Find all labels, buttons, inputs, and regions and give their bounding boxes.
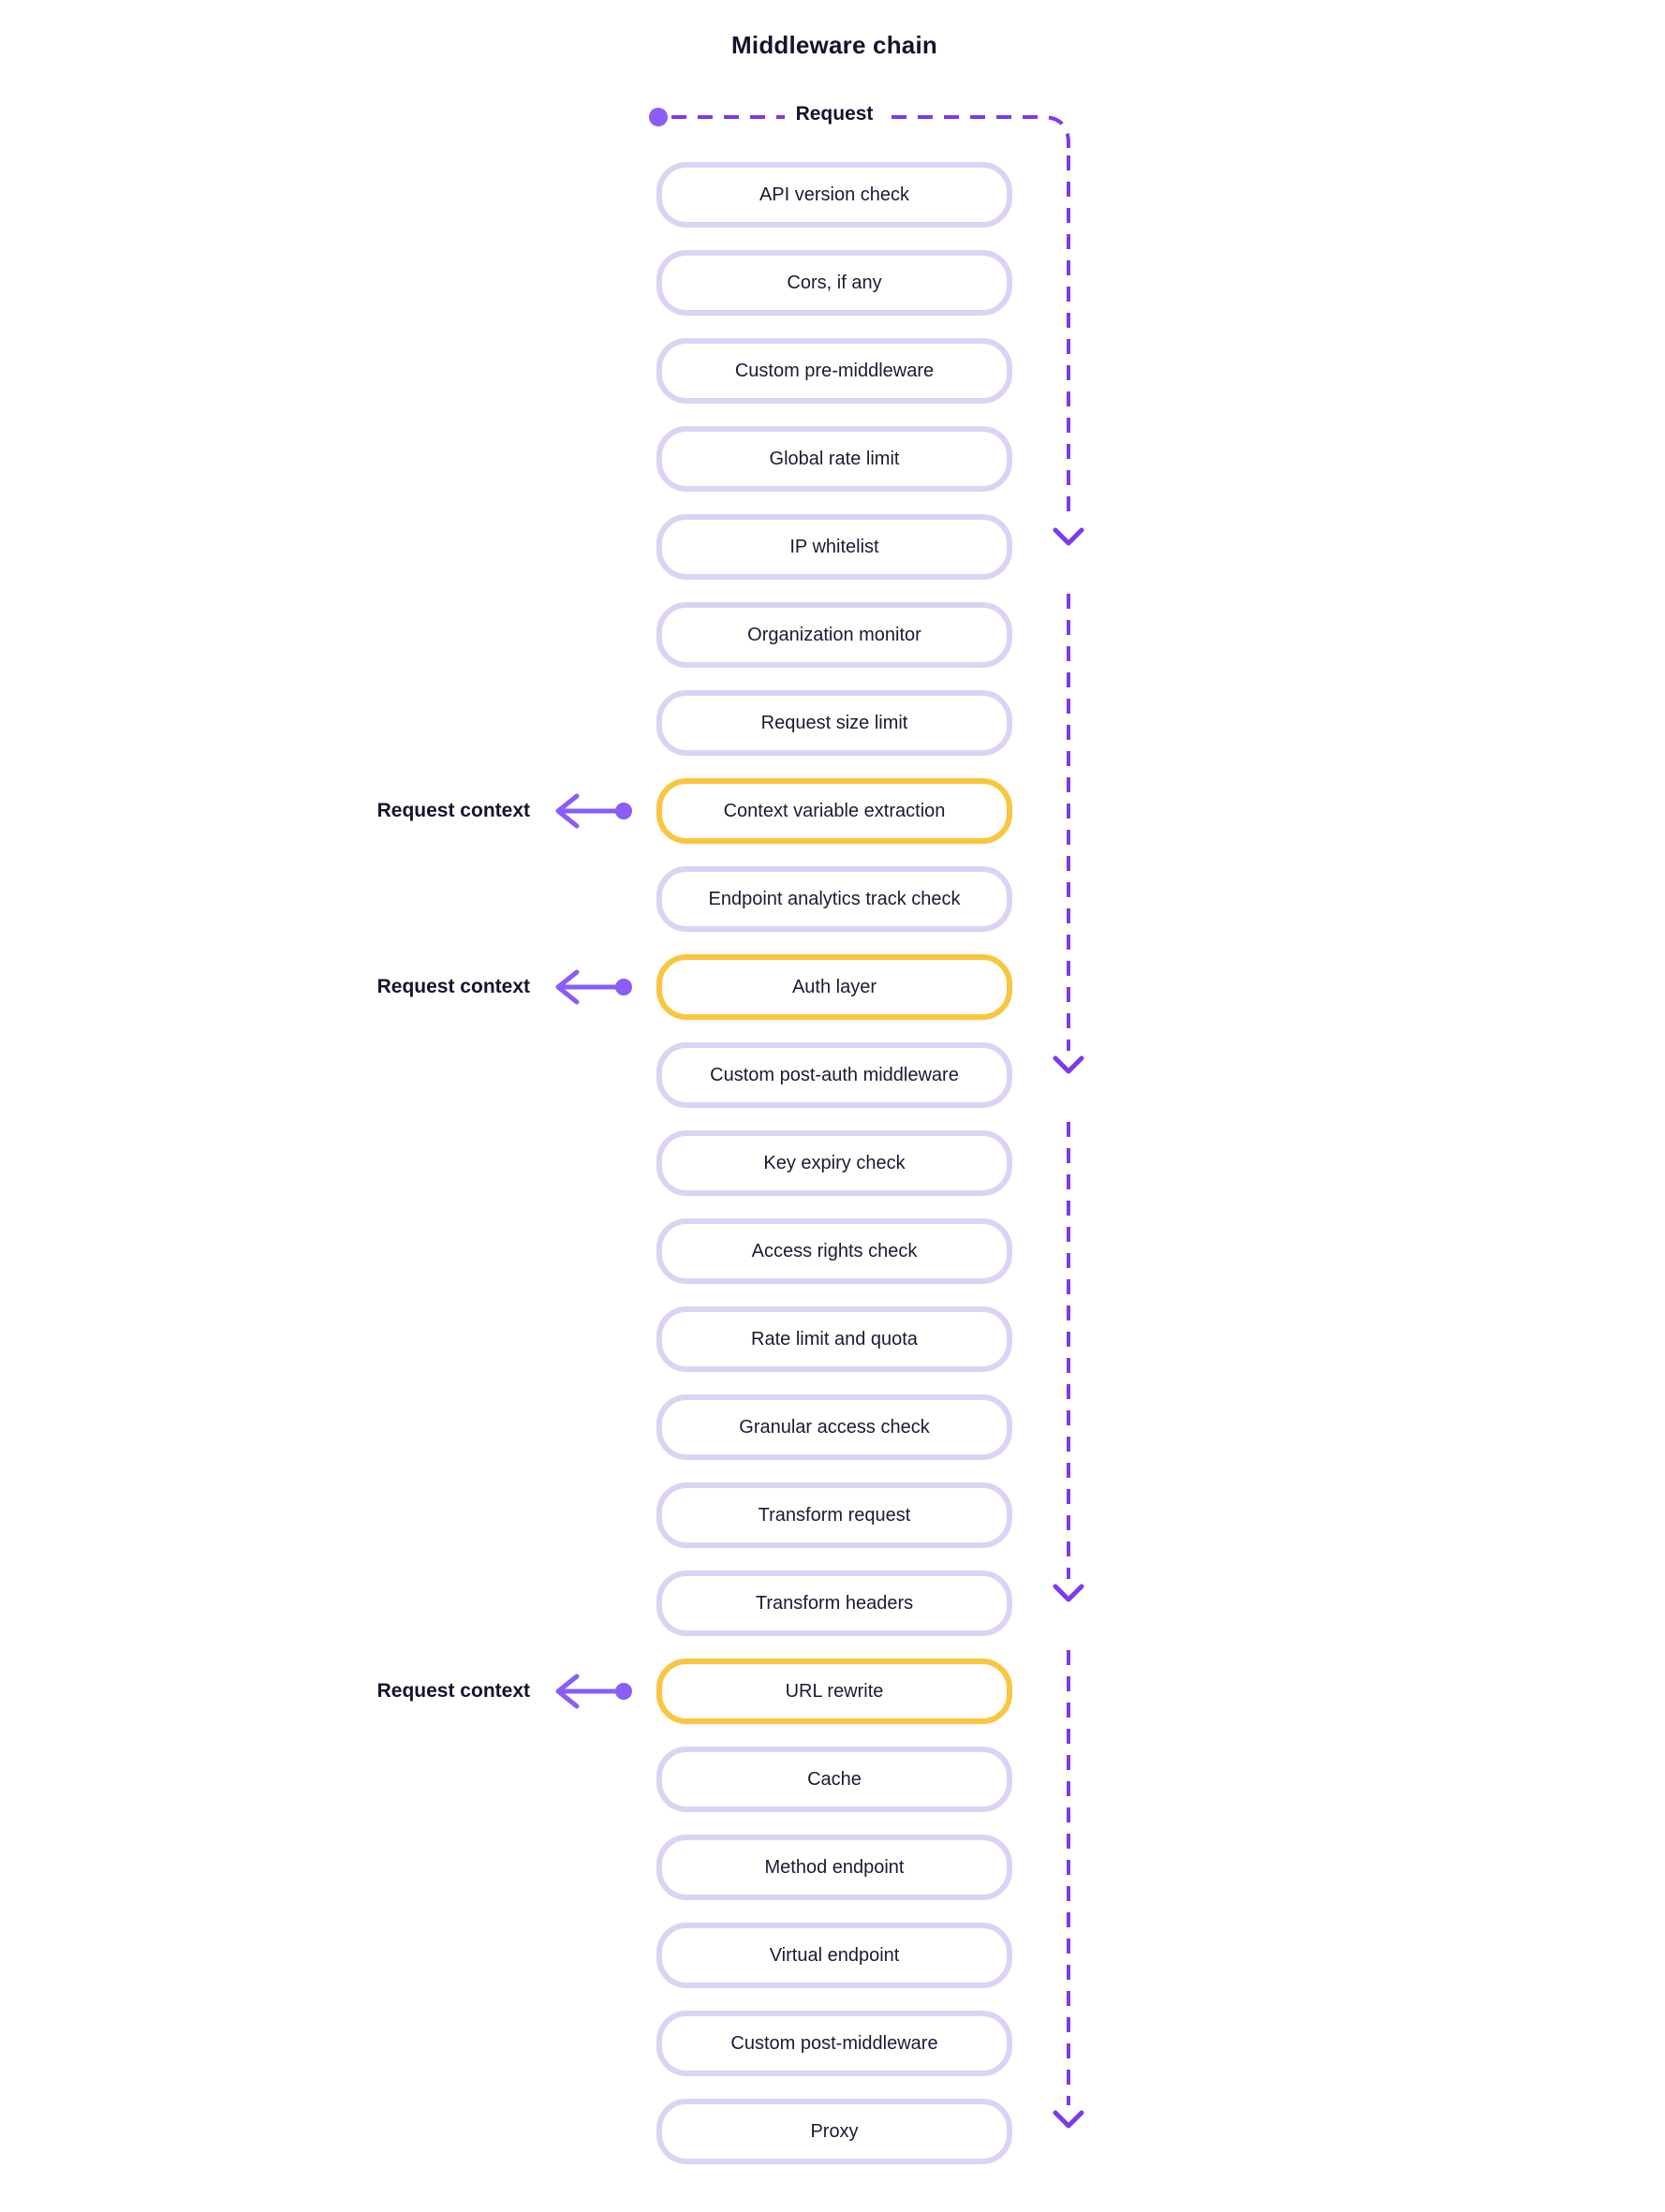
middleware-chain: API version check Cors, if any Custom pr… (656, 162, 1012, 2164)
middleware-step-label: Global rate limit (769, 448, 900, 469)
middleware-step-label: Virtual endpoint (769, 1944, 900, 1966)
middleware-step: Custom pre-middleware (656, 338, 1012, 404)
page-title: Middleware chain (731, 31, 937, 59)
middleware-step: Access rights check (656, 1218, 1012, 1284)
middleware-step-label: Rate limit and quota (751, 1328, 918, 1349)
middleware-step: Endpoint analytics track check (656, 866, 1012, 932)
arrow-left-icon (555, 969, 580, 1005)
middleware-step: Custom post-auth middleware (656, 1042, 1012, 1108)
middleware-step: Transform request (656, 1482, 1012, 1548)
context-arrow-dot-icon (615, 1683, 632, 1700)
middleware-step-label: Auth layer (791, 976, 877, 997)
middleware-step: Transform headers (656, 1571, 1012, 1636)
middleware-step: Key expiry check (656, 1130, 1012, 1196)
request-context-label: Request context (376, 976, 530, 997)
arrow-down-icon (1053, 1055, 1084, 1074)
request-context-label: Request context (376, 1680, 530, 1702)
middleware-step: Virtual endpoint (656, 1923, 1012, 1988)
arrow-down-icon (1053, 2110, 1084, 2129)
middleware-step-label: Custom post-auth middleware (710, 1064, 959, 1085)
middleware-step-label: Custom post-middleware (730, 2032, 938, 2054)
middleware-step-label: IP whitelist (789, 536, 879, 557)
middleware-step-label: Request size limit (760, 712, 908, 733)
middleware-step-label: Method endpoint (764, 1856, 905, 1878)
middleware-step-label: Custom pre-middleware (734, 360, 935, 381)
middleware-step: Context variable extraction (656, 778, 1012, 844)
context-arrow-dot-icon (615, 979, 632, 995)
middleware-step-label: URL rewrite (785, 1680, 884, 1702)
middleware-step-label: Context variable extraction (723, 800, 946, 821)
context-arrow (555, 1674, 632, 1709)
middleware-step-label: Granular access check (739, 1416, 930, 1438)
middleware-step-label: Key expiry check (763, 1152, 906, 1173)
arrow-down-icon (1053, 1584, 1084, 1602)
middleware-step-label: Cors, if any (787, 272, 882, 293)
middleware-step: API version check (656, 162, 1012, 228)
middleware-step: Request size limit (656, 690, 1012, 756)
middleware-step: Custom post-middleware (656, 2011, 1012, 2076)
context-arrow-dot-icon (615, 803, 632, 819)
middleware-step-label: Proxy (810, 2120, 859, 2142)
middleware-step-label: Endpoint analytics track check (708, 888, 961, 909)
arrow-left-icon (555, 793, 580, 829)
context-arrow (555, 793, 632, 829)
middleware-step-label: Cache (807, 1768, 862, 1790)
middleware-step: IP whitelist (656, 514, 1012, 580)
request-context-label: Request context (376, 800, 530, 821)
middleware-step-label: Access rights check (751, 1240, 918, 1261)
middleware-step: Method endpoint (656, 1835, 1012, 1900)
middleware-step-label: API version check (759, 184, 910, 205)
middleware-step: Auth layer (656, 954, 1012, 1020)
middleware-step: Cache (656, 1747, 1012, 1812)
arrow-left-icon (555, 1674, 580, 1709)
middleware-step: URL rewrite (656, 1659, 1012, 1724)
middleware-step: Cors, if any (656, 250, 1012, 316)
context-arrow (555, 969, 632, 1005)
middleware-step: Proxy (656, 2099, 1012, 2164)
middleware-step-label: Organization monitor (747, 624, 921, 645)
request-flow-label: Request (795, 103, 874, 125)
arrow-down-icon (1053, 527, 1084, 546)
middleware-step: Granular access check (656, 1394, 1012, 1460)
middleware-step-label: Transform headers (755, 1592, 914, 1614)
middleware-step-label: Transform request (758, 1504, 911, 1526)
middleware-step: Global rate limit (656, 426, 1012, 492)
middleware-step: Rate limit and quota (656, 1306, 1012, 1372)
middleware-step: Organization monitor (656, 602, 1012, 668)
